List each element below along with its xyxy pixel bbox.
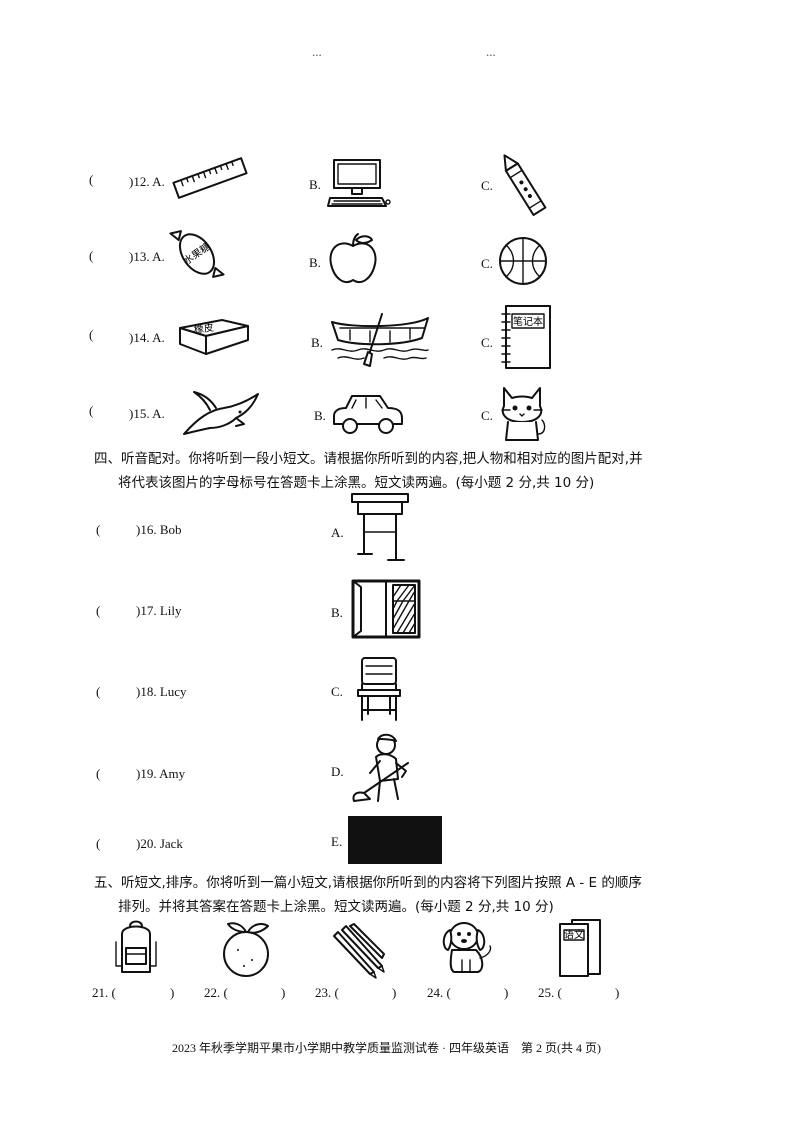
- computer-icon: [327, 159, 391, 207]
- schoolbag-icon: [115, 920, 157, 973]
- q18-name: )18. Lucy: [136, 684, 187, 699]
- section5-title: 五、听短文,排序。你将听到一篇小短文,请根据你所听到的内容将下列图片按照 A -…: [94, 871, 704, 919]
- answer-23-close: ): [392, 985, 397, 1000]
- cat-icon: [501, 387, 546, 441]
- q12-paren: (: [89, 172, 94, 187]
- bird-icon: [183, 391, 259, 435]
- eraser-icon: 橡皮: [179, 319, 249, 355]
- notebook-icon: 笔记本: [501, 305, 551, 369]
- dog-icon: [442, 922, 492, 973]
- orange-icon: [223, 922, 269, 977]
- answer-25-close: ): [615, 985, 620, 1000]
- q19-paren: (: [96, 766, 101, 781]
- section4-title-line2: 将代表该图片的字母标号在答题卡上涂黑。短文读两遍。(每小题 2 分,共 10 分…: [118, 475, 595, 491]
- answer-23: 23. (: [315, 985, 339, 1000]
- car-icon: [333, 395, 403, 434]
- basketball-icon: [499, 237, 547, 285]
- answer-25: 25. (: [538, 985, 562, 1000]
- answer-22-close: ): [281, 985, 286, 1000]
- answer-21-close: ): [170, 985, 175, 1000]
- desk-icon: [351, 493, 409, 561]
- blackboard-icon: [348, 816, 442, 864]
- q20-paren: (: [96, 836, 101, 851]
- page-footer: 2023 年秋季学期平果市小学期中教学质量监测试卷 · 四年级英语 第 2 页(…: [172, 1041, 601, 1055]
- q12-option-c: C.: [481, 178, 493, 193]
- q16-name: )16. Bob: [136, 522, 182, 537]
- q15-option-c: C.: [481, 408, 493, 423]
- eraser-label: 橡皮: [193, 321, 215, 337]
- header-fragment-right: ...: [486, 44, 496, 59]
- section4-title: 四、听音配对。你将听到一段小短文。请根据你所听到的内容,把人物和相对应的图片配对…: [94, 447, 704, 495]
- answer-21: 21. (: [92, 985, 116, 1000]
- q12-number: )12. A.: [129, 174, 165, 189]
- option-b: B.: [331, 605, 343, 620]
- q15-option-b: B.: [314, 408, 326, 423]
- window-icon: [351, 579, 421, 639]
- q13-number: )13. A.: [129, 249, 165, 264]
- answer-22: 22. (: [204, 985, 228, 1000]
- section4-title-line1: 四、听音配对。你将听到一段小短文。请根据你所听到的内容,把人物和相对应的图片配对…: [94, 451, 643, 467]
- option-e: E.: [331, 834, 343, 849]
- q16-paren: (: [96, 522, 101, 537]
- q15-number: )15. A.: [129, 406, 165, 421]
- q14-paren: (: [89, 327, 94, 342]
- q20-name: )20. Jack: [136, 836, 183, 851]
- q14-option-b: B.: [311, 335, 323, 350]
- q13-option-b: B.: [309, 255, 321, 270]
- q17-name: )17. Lily: [136, 603, 182, 618]
- q12-option-b: B.: [309, 177, 321, 192]
- sweeping-boy-icon: [352, 733, 409, 802]
- q13-option-c: C.: [481, 256, 493, 271]
- q18-paren: (: [96, 684, 101, 699]
- chinese-book-label: 语文: [564, 928, 584, 941]
- ruler-icon: [172, 157, 248, 199]
- q14-option-c: C.: [481, 335, 493, 350]
- section5-title-line2: 排列。并将其答案在答题卡上涂黑。短文读两遍。(每小题 2 分,共 10 分): [118, 899, 554, 915]
- boat-icon: [331, 313, 429, 367]
- header-fragment-left: ...: [312, 44, 322, 59]
- answer-24: 24. (: [427, 985, 451, 1000]
- q19-name: )19. Amy: [136, 766, 186, 781]
- answer-24-close: ): [504, 985, 509, 1000]
- option-c: C.: [331, 684, 343, 699]
- notebook-label: 笔记本: [513, 315, 543, 328]
- q15-paren: (: [89, 403, 94, 418]
- books-icon: 语文: [559, 919, 601, 977]
- q14-number: )14. A.: [129, 330, 165, 345]
- chair-icon: [357, 657, 401, 721]
- candy-icon: 水果糖: [169, 230, 225, 278]
- option-a: A.: [331, 525, 344, 540]
- section5-title-line1: 五、听短文,排序。你将听到一篇小短文,请根据你所听到的内容将下列图片按照 A -…: [94, 875, 642, 891]
- q13-paren: (: [89, 248, 94, 263]
- option-d: D.: [331, 764, 344, 779]
- apple-icon: [329, 233, 377, 283]
- pencils-icon: [333, 923, 385, 979]
- crayon-icon: [503, 154, 547, 216]
- q17-paren: (: [96, 603, 101, 618]
